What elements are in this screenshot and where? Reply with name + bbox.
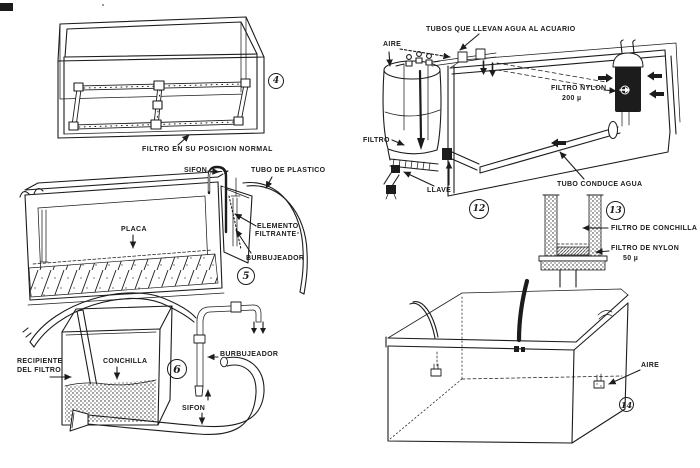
fig13-label-filtro-de-conchilla: FILTRO DE CONCHILLA	[611, 225, 698, 232]
fig6-label-recipiente-line2: DEL FILTRO	[17, 367, 62, 374]
fig4-line-art	[57, 16, 265, 146]
fig4-caption: FILTRO EN SU POSICION NORMAL	[142, 146, 273, 153]
fig6-label-conchilla: CONCHILLA	[103, 358, 148, 365]
fig5-number-badge: 5	[237, 267, 255, 285]
fig6-number-badge: 6	[167, 359, 187, 379]
fig4-number-badge: 4	[268, 73, 284, 89]
fig5-label-placa: PLACA	[121, 226, 147, 233]
fig5-label-elemento-filtrante-line1: ELEMENTO	[257, 223, 299, 230]
fig13-number-badge: 13	[606, 201, 625, 220]
fig12-line-art	[382, 33, 681, 200]
fig13-label-filtro-de-nylon-line1: FILTRO DE NYLON	[611, 245, 680, 252]
fig12-label-filtro-nylon-line1: FILTRO NYLON	[551, 85, 607, 92]
fig6-line-art	[22, 292, 266, 436]
scan-edge-artifact	[0, 3, 299, 234]
fig12-number-badge: 12	[469, 199, 489, 219]
fig12-label-aire: AIRE	[383, 41, 402, 48]
fig12-label-llave: LLAVE	[427, 187, 452, 194]
fig14-number-badge: 14	[619, 397, 634, 412]
fig12-label-filtro: FILTRO	[363, 137, 390, 144]
fig13-line-art	[538, 194, 610, 288]
fig12-label-filtro-nylon-line2: 200 µ	[562, 95, 582, 102]
fig5-label-elemento-filtrante-line2: FILTRANTE	[255, 231, 297, 238]
fig6-label-recipiente-line1: RECIPIENTE	[17, 358, 63, 365]
fig5-label-burbujeador: BURBUJEADOR	[246, 255, 305, 262]
fig5-label-tubo-de-plastico: TUBO DE PLASTICO	[251, 167, 326, 174]
fig5-label-sifon: SIFON	[184, 167, 208, 174]
fig14-line-art	[385, 278, 641, 444]
fig13-label-filtro-de-nylon-line2: 50 µ	[623, 255, 639, 262]
fig6-label-sifon: SIFON	[182, 405, 206, 412]
fig14-label-aire: AIRE	[641, 362, 660, 369]
fig12-label-tubos-acuario: TUBOS QUE LLEVAN AGUA AL ACUARIO	[426, 26, 576, 33]
fig6-label-burbujeador: BURBUJEADOR	[220, 351, 279, 358]
fig12-label-tubo-conduce-agua: TUBO CONDUCE AGUA	[557, 181, 643, 188]
